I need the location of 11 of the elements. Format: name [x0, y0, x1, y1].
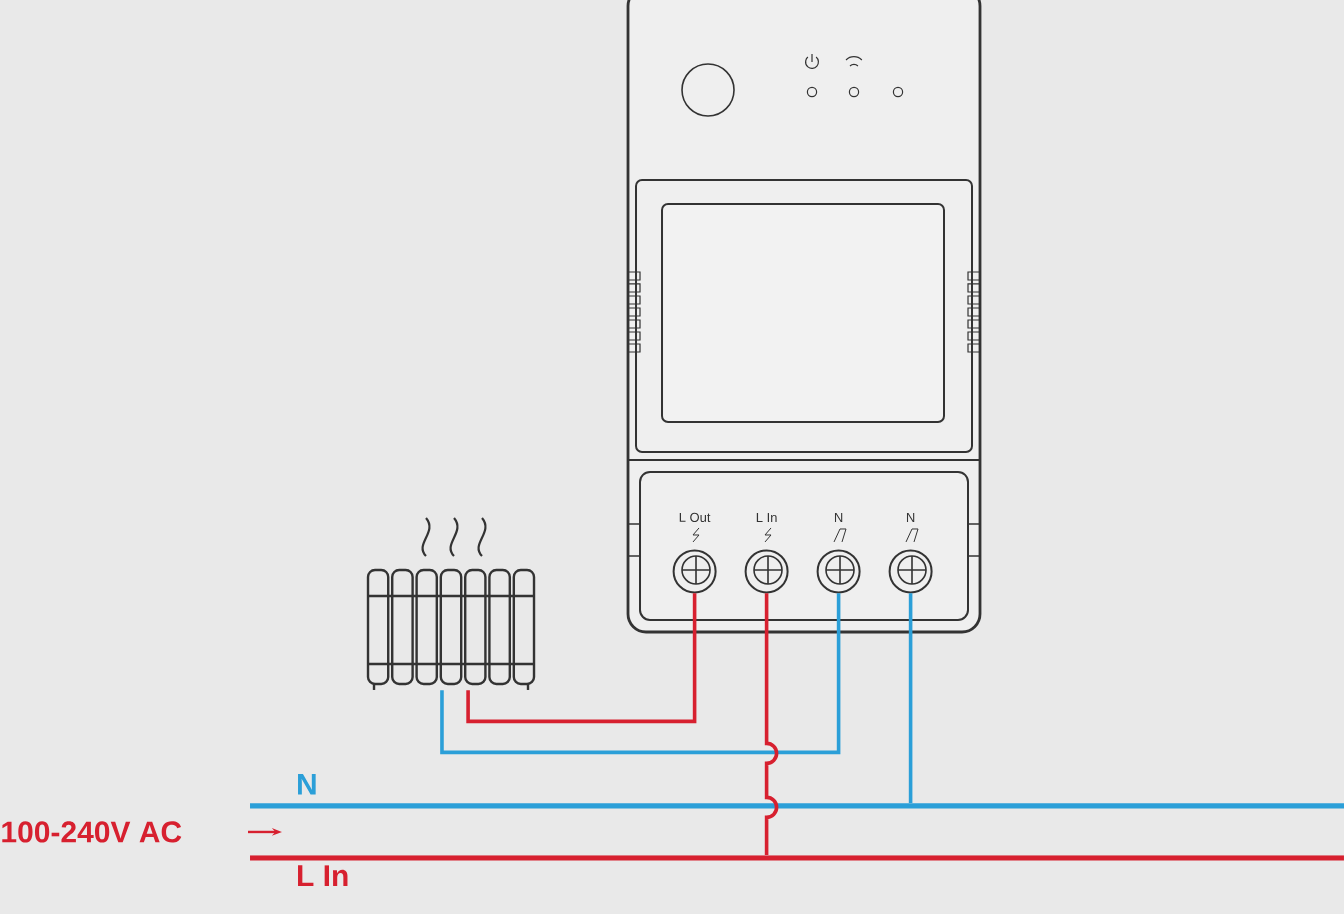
wire — [440, 593, 841, 755]
heater-drawing — [366, 517, 536, 690]
node-label: L In — [298, 865, 348, 887]
wire — [466, 593, 697, 724]
wire — [908, 593, 913, 803]
supply-wire: N — [250, 773, 1344, 809]
switch-device-drawing — [626, 0, 982, 634]
wire — [764, 593, 779, 855]
voltage-label: 100-240V AC — [2, 821, 182, 843]
node-label: N — [298, 773, 316, 795]
supply-wire: L In — [250, 855, 1344, 886]
